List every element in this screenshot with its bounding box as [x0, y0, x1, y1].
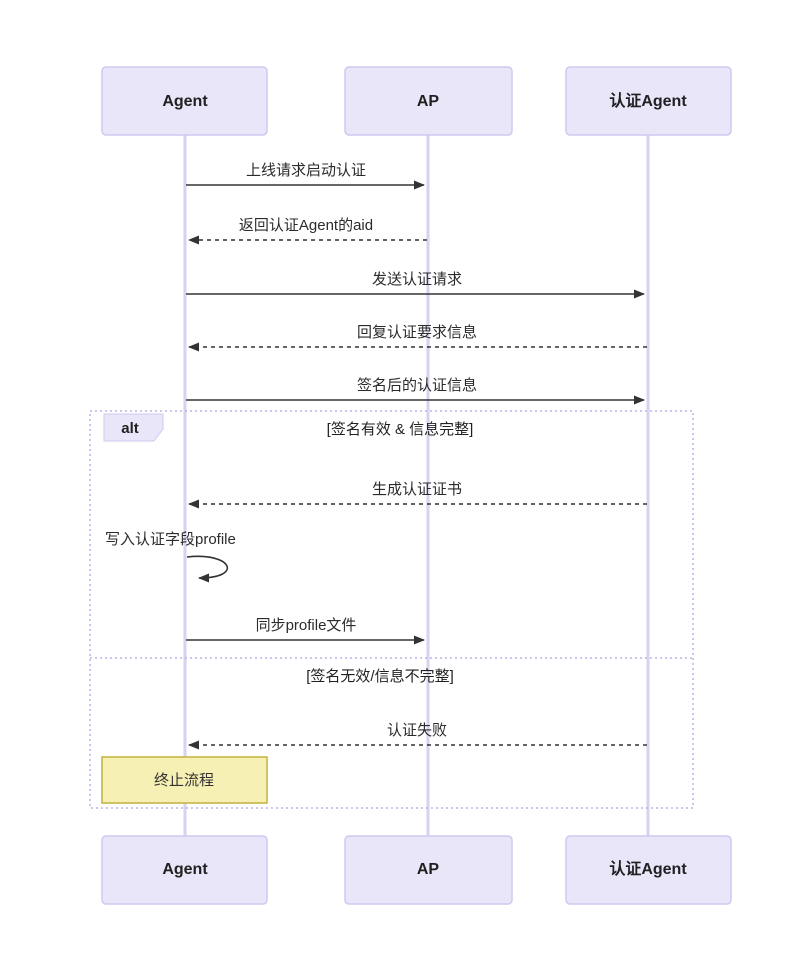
message-self-loop-arrow-7	[186, 555, 229, 583]
participant-label-agent-bottom: Agent	[162, 861, 208, 878]
participant-label-auth-agent-bottom: 认证Agent	[609, 859, 687, 878]
participant-box-ap-bottom[interactable]	[344, 835, 513, 905]
message-8: 同步profile文件	[186, 617, 425, 645]
message-label-4: 回复认证要求信息	[357, 323, 477, 341]
participant-footer-agent[interactable]: Agent	[101, 835, 268, 905]
message-label-3: 发送认证请求	[372, 271, 462, 288]
lifelines-group	[183, 135, 650, 836]
message-3: 发送认证请求	[186, 271, 645, 299]
message-4: 回复认证要求信息	[188, 323, 647, 352]
participant-header-auth-agent[interactable]: 认证Agent	[565, 66, 732, 136]
participant-header-agent[interactable]: Agent	[101, 66, 268, 136]
note-label: 终止流程	[154, 772, 214, 789]
participant-box-agent-top[interactable]	[101, 66, 268, 136]
note-box	[101, 756, 268, 804]
participant-box-auth-agent-bottom[interactable]	[565, 835, 732, 905]
message-label-2: 返回认证Agent的aid	[239, 217, 373, 234]
alt-condition-label-1: [签名有效 & 信息完整]	[327, 421, 474, 438]
message-9: 认证失败	[188, 722, 647, 750]
message-label-7: 写入认证字段profile	[105, 531, 236, 548]
alt-tag-box	[103, 413, 164, 442]
participant-label-ap-bottom: AP	[417, 861, 440, 878]
message-7-self: 写入认证字段profile	[105, 531, 236, 583]
participant-header-ap[interactable]: AP	[344, 66, 513, 136]
participant-box-ap-top[interactable]	[344, 66, 513, 136]
participant-box-auth-agent-top[interactable]	[565, 66, 732, 136]
message-label-6: 生成认证证书	[372, 481, 462, 498]
alt-tag-label: alt	[121, 420, 139, 437]
message-1: 上线请求启动认证	[186, 162, 425, 190]
note-terminate-flow: 终止流程	[101, 756, 268, 804]
message-5: 签名后的认证信息	[186, 377, 645, 405]
message-6: 生成认证证书	[188, 481, 647, 509]
participant-footer-auth-agent[interactable]: 认证Agent	[565, 835, 732, 905]
participant-box-agent-bottom[interactable]	[101, 835, 268, 905]
participant-label-auth-agent-top: 认证Agent	[609, 91, 687, 110]
message-2: 返回认证Agent的aid	[188, 217, 427, 245]
participant-label-agent-top: Agent	[162, 93, 208, 110]
alt-fragment: alt [签名有效 & 信息完整] [签名无效/信息不完整]	[89, 410, 694, 809]
alt-condition-label-2: [签名无效/信息不完整]	[306, 668, 454, 685]
participant-footer-ap[interactable]: AP	[344, 835, 513, 905]
message-label-1: 上线请求启动认证	[246, 162, 366, 179]
alt-fragment-border	[89, 410, 694, 809]
message-label-8: 同步profile文件	[256, 617, 357, 634]
message-label-5: 签名后的认证信息	[357, 377, 477, 394]
message-label-9: 认证失败	[387, 722, 447, 739]
participant-label-ap-top: AP	[417, 93, 440, 110]
